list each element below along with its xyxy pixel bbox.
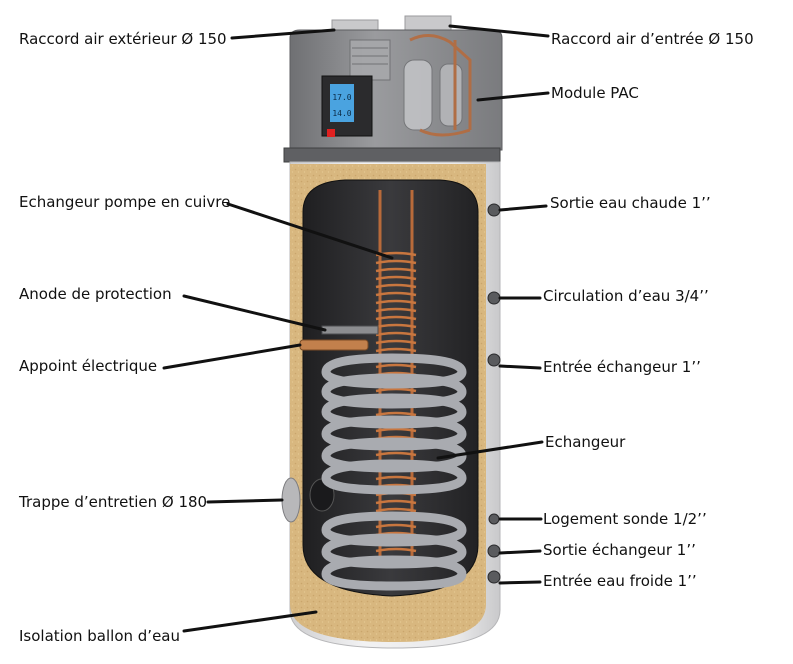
label-echangeur: Echangeur: [545, 433, 626, 451]
copper-coil-turn: [375, 275, 417, 281]
label-entree-echangeur: Entrée échangeur 1’’: [543, 358, 701, 376]
hot-water-outlet-fitting: [487, 203, 501, 217]
leader-anode: [182, 294, 327, 332]
sensor-housing-fitting: [488, 513, 500, 525]
leader-isolation: [182, 610, 318, 633]
leader-lines: [162, 24, 550, 633]
copper-coil-turn: [375, 547, 417, 553]
maintenance-hatch: [281, 477, 301, 523]
label-logement-sonde: Logement sonde 1/2’’: [543, 510, 707, 528]
leader-echangeur-pompe: [226, 202, 394, 260]
label-isolation-ballon: Isolation ballon d’eau: [19, 627, 180, 645]
head-rim: [283, 147, 501, 163]
label-module-pac: Module PAC: [551, 84, 639, 102]
leader-raccord-air-exterieur: [230, 28, 336, 40]
label-anode-protection: Anode de protection: [19, 285, 172, 303]
copper-coil-turn: [375, 283, 417, 289]
copper-coil-turn: [375, 259, 417, 265]
label-appoint-electrique: Appoint électrique: [19, 357, 158, 375]
exchanger-inlet-fitting: [487, 353, 501, 367]
leader-echangeur: [436, 440, 544, 460]
copper-coil-turn: [375, 363, 417, 369]
copper-coil-turn: [375, 451, 417, 457]
copper-coil-turn: [375, 411, 417, 417]
copper-coil-turn: [375, 291, 417, 297]
leader-appoint: [162, 343, 302, 370]
copper-coil-turn: [375, 267, 417, 273]
label-circulation-eau: Circulation d’eau 3/4’’: [543, 287, 709, 305]
steel-coil-turn: [321, 555, 467, 591]
label-echangeur-pompe-cuivre: Echangeur pompe en cuivre: [19, 193, 231, 211]
label-raccord-air-exterieur: Raccord air extérieur Ø 150: [19, 30, 227, 48]
electric-heater: [299, 339, 369, 351]
label-entree-eau-froide: Entrée eau froide 1’’: [543, 572, 697, 590]
label-sortie-eau-chaude: Sortie eau chaude 1’’: [550, 194, 711, 212]
power-button: [327, 129, 335, 137]
leader-trappe: [206, 498, 284, 504]
label-sortie-echangeur: Sortie échangeur 1’’: [543, 541, 696, 559]
leader-sortie-eau-chaude: [498, 204, 548, 212]
steel-coil-turn: [321, 459, 467, 495]
display-bottom-value: 14.0: [332, 109, 351, 118]
protection-anode: [321, 325, 379, 335]
copper-coil-turn: [375, 315, 417, 321]
leader-raccord-air-entree: [448, 24, 550, 38]
copper-coil-turn: [375, 507, 417, 513]
copper-coil-turn: [375, 427, 417, 433]
display-top-value: 17.0: [332, 93, 351, 102]
leader-entree-eau-froide: [498, 580, 542, 585]
copper-coil-turn: [375, 307, 417, 313]
copper-coil-turn: [375, 475, 417, 481]
copper-coil-turn: [375, 387, 417, 393]
copper-coil-turn: [375, 339, 417, 345]
display-screen: [330, 84, 354, 122]
leader-module-pac: [476, 91, 550, 102]
label-trappe-entretien: Trappe d’entretien Ø 180: [19, 493, 208, 511]
copper-coil-turn: [375, 523, 417, 529]
copper-coil-turn: [375, 499, 417, 505]
leader-entree-echangeur: [498, 364, 542, 370]
steel-exchanger-coil: [321, 353, 467, 591]
head-internals: [349, 34, 472, 137]
copper-coil-turn: [375, 299, 417, 305]
copper-coil-turn: [375, 323, 417, 329]
leader-sortie-echangeur: [498, 549, 542, 555]
copper-coil-turn: [375, 331, 417, 337]
copper-coil-turn: [375, 347, 417, 353]
cold-water-inlet-fitting: [487, 570, 501, 584]
water-circulation-fitting: [487, 291, 501, 305]
exchanger-outlet-fitting: [487, 544, 501, 558]
label-raccord-air-entree: Raccord air d’entrée Ø 150: [551, 30, 754, 48]
